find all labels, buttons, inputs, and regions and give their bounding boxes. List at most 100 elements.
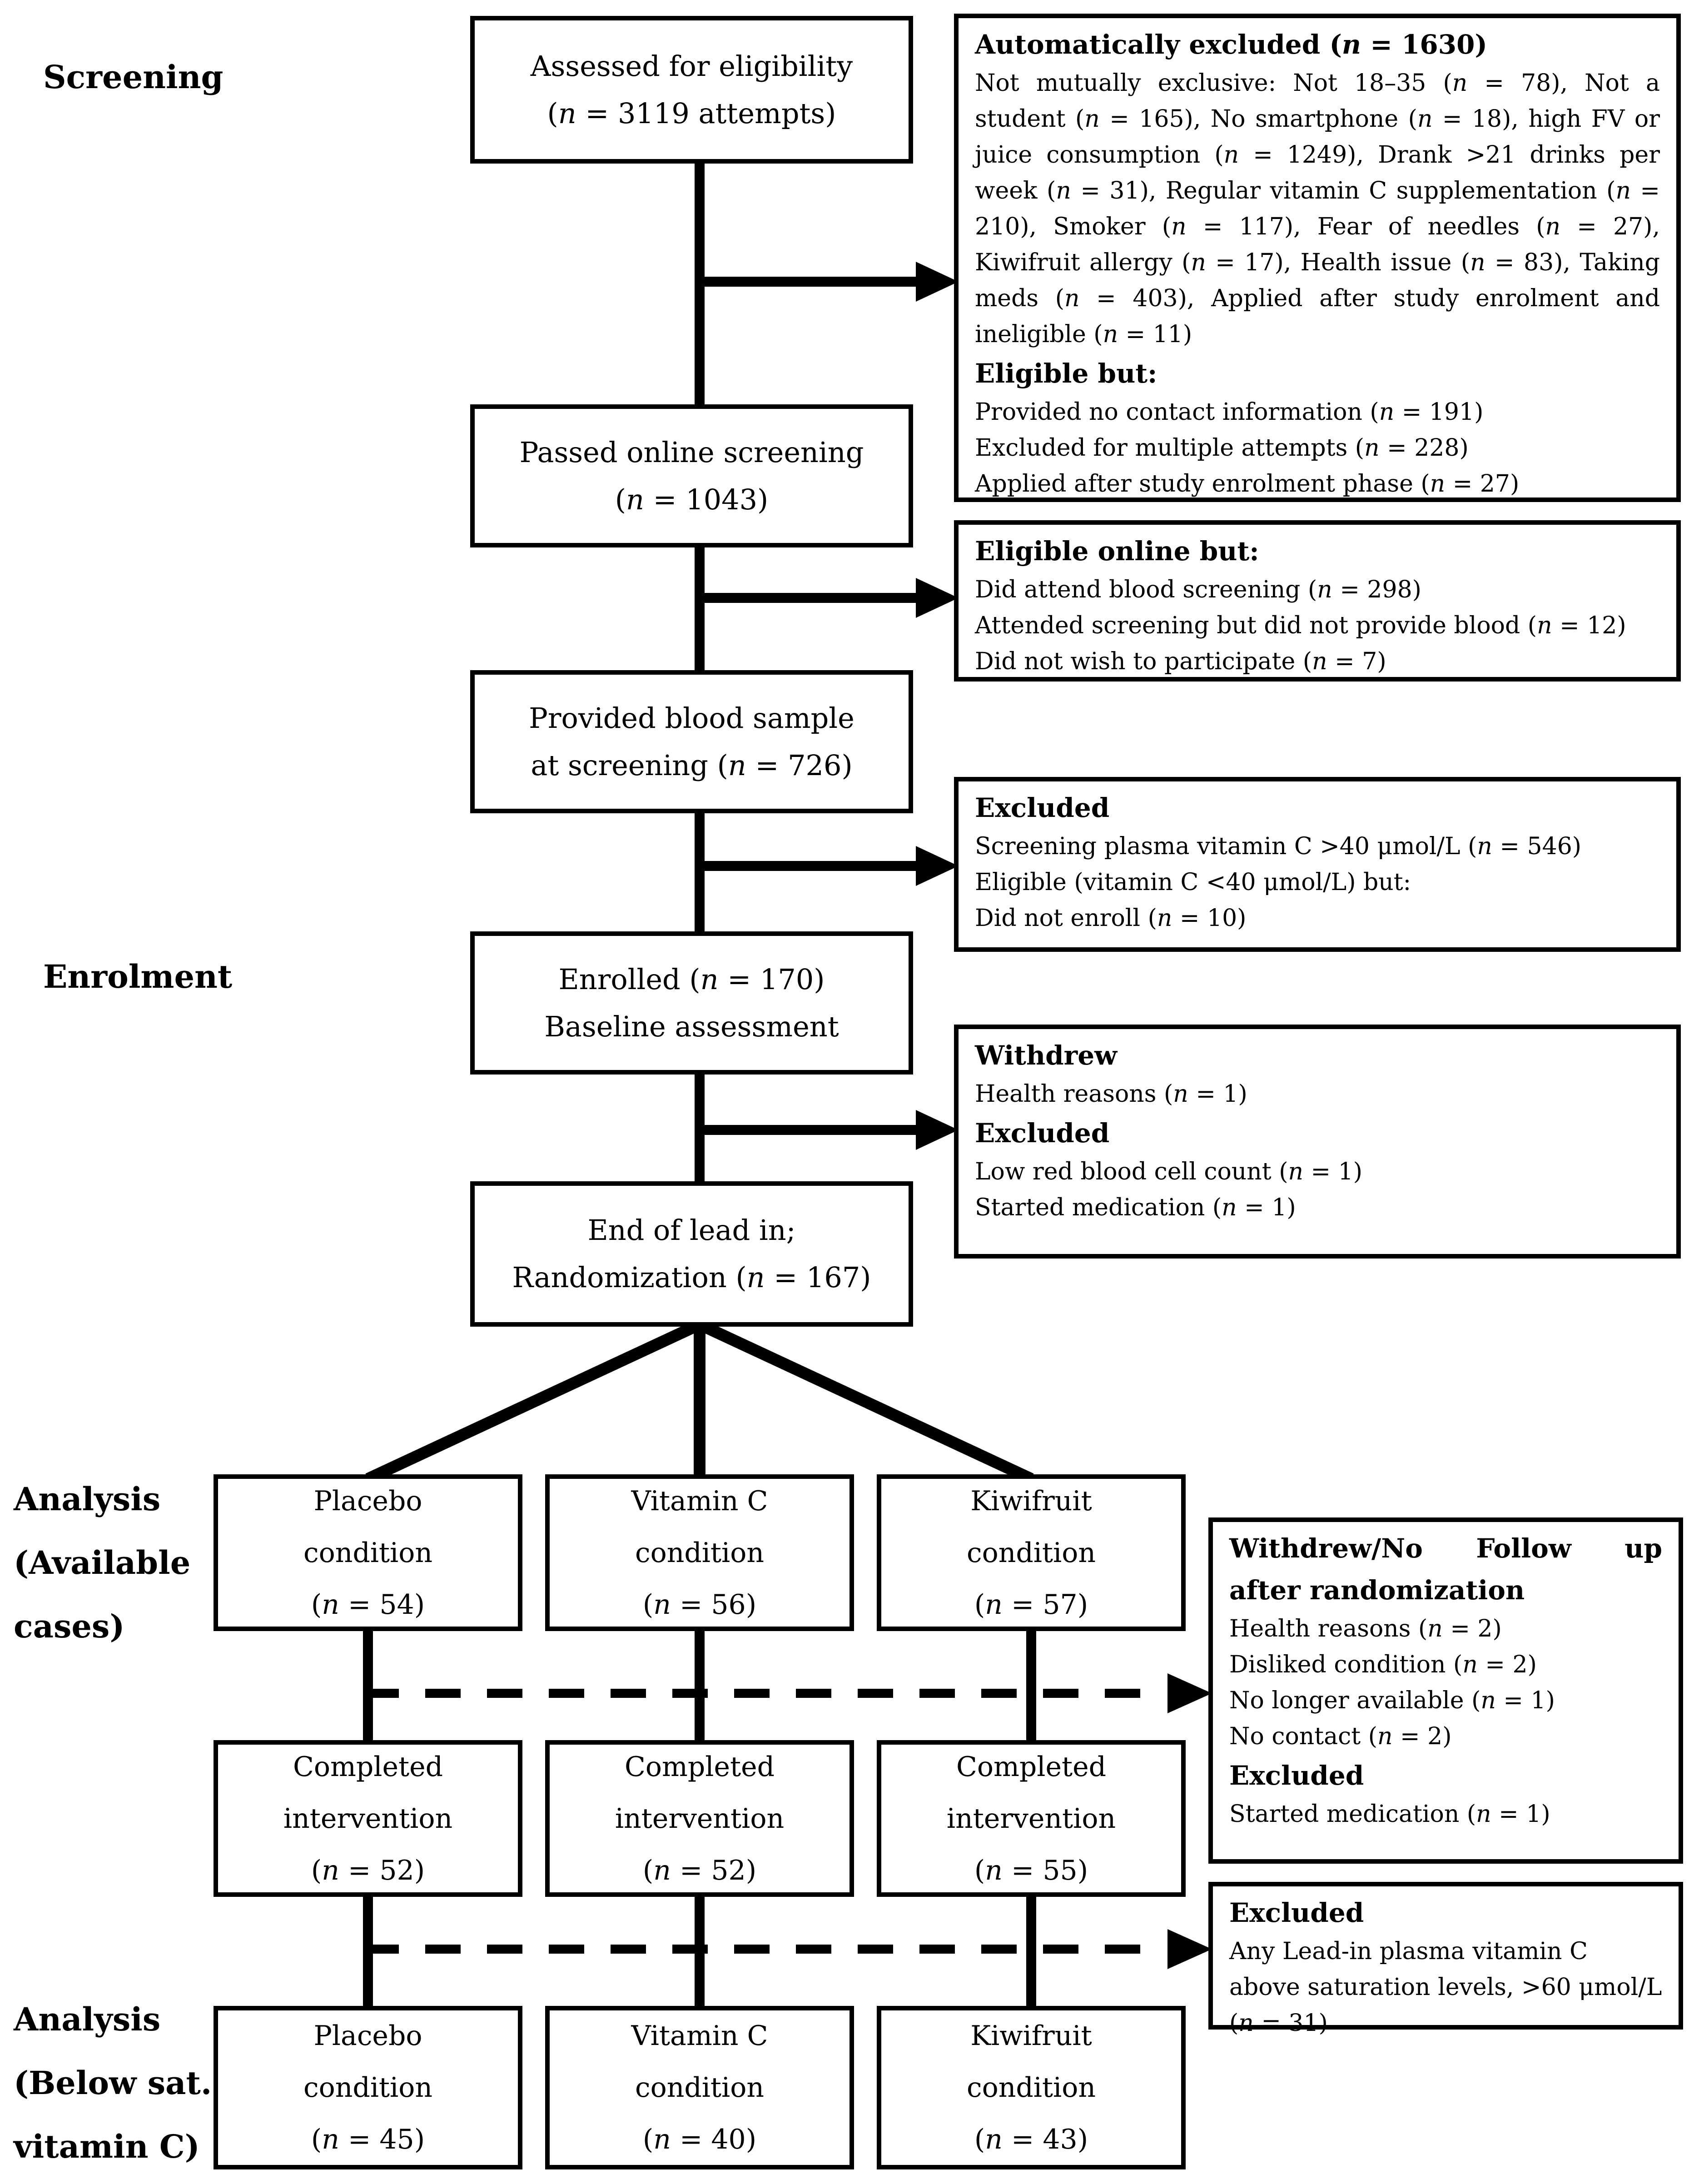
- side-box-heading: Automatically excluded (n = 1630): [975, 29, 1487, 60]
- box-text-line: Enrolled (n = 170): [558, 962, 825, 996]
- stage-label-enrolment: Enrolment: [43, 945, 232, 1009]
- condition-box-vitaminc-completed: Completed intervention (n = 52): [545, 1740, 854, 1897]
- box-text-line: Vitamin C: [631, 1485, 768, 1517]
- box-text-line: (n = 45): [311, 2124, 425, 2155]
- box-text-line: Randomization (n = 167): [512, 1261, 871, 1294]
- box-text-line: Vitamin C: [631, 2020, 768, 2052]
- side-box-item: Did attend blood screening (n = 298): [975, 576, 1421, 603]
- side-box-item: Attended screening but did not provide b…: [975, 612, 1626, 639]
- side-box-item: Eligible (vitamin C <40 μmol/L) but:: [975, 869, 1411, 896]
- stage-label-screening: Screening: [43, 45, 223, 109]
- box-text-line: intervention: [615, 1802, 785, 1835]
- box-text-line: condition: [966, 1537, 1096, 1569]
- box-text-line: (n = 40): [642, 2124, 757, 2155]
- stage-label-line: cases): [14, 1607, 125, 1645]
- box-text-line: intervention: [283, 1802, 453, 1835]
- stage-label-line: Analysis: [14, 2000, 161, 2038]
- box-text-line: (n = 1043): [615, 483, 769, 516]
- condition-box-placebo-completed: Completed intervention (n = 52): [214, 1740, 522, 1897]
- box-text-line: Kiwifruit: [970, 2020, 1092, 2052]
- box-text-line: (n = 57): [974, 1588, 1088, 1621]
- box-text-line: Kiwifruit: [970, 1485, 1092, 1517]
- flow-box-randomization: End of lead in; Randomization (n = 167): [470, 1181, 913, 1327]
- side-box-heading: Eligible online but:: [975, 536, 1259, 567]
- side-box-item: No contact (n = 2): [1229, 1723, 1452, 1750]
- box-text-line: condition: [635, 1537, 765, 1569]
- side-box-heading: Withdrew/No Follow up: [1229, 1533, 1662, 1564]
- box-text-line: Completed: [293, 1751, 443, 1783]
- side-box-item: Health reasons (n = 2): [1229, 1615, 1502, 1642]
- condition-box-placebo-available: Placebo condition (n = 54): [214, 1474, 522, 1631]
- box-text-line: Passed online screening: [519, 435, 864, 469]
- flow-box-passed-screening: Passed online screening (n = 1043): [470, 404, 913, 547]
- box-text-line: intervention: [946, 1802, 1116, 1835]
- stage-label-analysis-below-sat: Analysis (Below sat. vitamin C): [14, 1988, 212, 2179]
- side-box-excluded-saturation: Excluded Any Lead-in plasma vitamin C ab…: [1208, 1882, 1683, 2037]
- side-box-item: Started medication (n = 1): [975, 1194, 1296, 1221]
- side-box-eligible-online-but: Eligible online but: Did attend blood sc…: [954, 520, 1681, 682]
- box-text-line: Completed: [624, 1751, 775, 1783]
- side-box-excluded-screening: Excluded Screening plasma vitamin C >40 …: [954, 777, 1681, 952]
- box-text-line: (n = 43): [974, 2124, 1088, 2155]
- box-text-line: at screening (n = 726): [531, 748, 853, 782]
- box-text-line: condition: [303, 1537, 433, 1569]
- arrowhead-icons: [916, 262, 1212, 1969]
- box-text-line: Placebo: [313, 1485, 422, 1517]
- flow-box-blood-sample: Provided blood sample at screening (n = …: [470, 670, 913, 813]
- condition-box-kiwifruit-below-sat: Kiwifruit condition (n = 43): [877, 2006, 1186, 2169]
- side-box-item: Excluded for multiple attempts (n = 228): [975, 434, 1469, 462]
- stage-label-line: (Available: [14, 1544, 191, 1582]
- condition-box-placebo-below-sat: Placebo condition (n = 45): [214, 2006, 522, 2169]
- flow-box-assessed: Assessed for eligibility (n = 3119 attem…: [470, 16, 913, 164]
- stage-label-text: Enrolment: [43, 958, 233, 995]
- side-box-item: Disliked condition (n = 2): [1229, 1651, 1537, 1678]
- side-box-heading: Excluded: [1229, 1760, 1364, 1791]
- side-box-item: Provided no contact information (n = 191…: [975, 398, 1484, 426]
- side-box-item: Low red blood cell count (n = 1): [975, 1158, 1362, 1185]
- box-text-line: Provided blood sample: [529, 701, 854, 735]
- condition-box-kiwifruit-available: Kiwifruit condition (n = 57): [877, 1474, 1186, 1631]
- side-box-automatically-excluded: Automatically excluded (n = 1630) Not mu…: [954, 14, 1681, 502]
- side-box-heading: Excluded: [975, 1118, 1110, 1149]
- side-box-withdrew-leadin: Withdrew Health reasons (n = 1) Excluded…: [954, 1025, 1681, 1259]
- stage-label-analysis-available: Analysis (Available cases): [14, 1468, 190, 1658]
- side-box-item: Applied after study enrolment phase (n =…: [975, 470, 1520, 497]
- box-text-line: Baseline assessment: [544, 1010, 839, 1043]
- side-box-heading: Excluded: [1229, 1897, 1364, 1928]
- box-text-line: (n = 55): [974, 1854, 1088, 1886]
- stage-label-line: vitamin C): [14, 2128, 200, 2165]
- box-text-line: (n = 52): [642, 1854, 757, 1886]
- box-text-line: (n = 54): [311, 1588, 425, 1621]
- side-box-item: Did not enroll (n = 10): [975, 905, 1247, 932]
- condition-box-vitaminc-available: Vitamin C condition (n = 56): [545, 1474, 854, 1631]
- condition-box-kiwifruit-completed: Completed intervention (n = 55): [877, 1740, 1186, 1897]
- stage-label-text: Screening: [43, 58, 224, 96]
- stage-label-line: Analysis: [14, 1480, 161, 1518]
- box-text-line: Completed: [956, 1751, 1107, 1783]
- box-text-line: Assessed for eligibility: [530, 49, 853, 83]
- side-box-item: Did not wish to participate (n = 7): [975, 648, 1386, 675]
- side-box-item: Health reasons (n = 1): [975, 1080, 1247, 1108]
- box-text-line: (n = 52): [311, 1854, 425, 1886]
- box-text-line: (n = 56): [642, 1588, 757, 1621]
- box-text-line: (n = 3119 attempts): [547, 96, 836, 130]
- box-text-line: condition: [303, 2072, 433, 2104]
- side-box-paragraph: Not mutually exclusive: Not 18–35 (n = 7…: [975, 70, 1660, 348]
- side-box-item: Started medication (n = 1): [1229, 1801, 1550, 1828]
- side-box-heading: after randomization: [1229, 1575, 1525, 1606]
- box-text-line: End of lead in;: [587, 1214, 796, 1247]
- side-box-withdrew-after-randomization: Withdrew/No Follow up after randomizatio…: [1208, 1517, 1683, 1864]
- side-box-item: Screening plasma vitamin C >40 μmol/L (n…: [975, 833, 1582, 860]
- box-text-line: Placebo: [313, 2020, 422, 2052]
- side-box-heading: Eligible but:: [975, 358, 1157, 389]
- stage-label-line: (Below sat.: [14, 2064, 212, 2102]
- side-box-item: Any Lead-in plasma vitamin C above satur…: [1229, 1938, 1662, 2037]
- side-box-item: No longer available (n = 1): [1229, 1687, 1555, 1714]
- box-text-line: condition: [966, 2072, 1096, 2104]
- side-box-heading: Withdrew: [975, 1040, 1118, 1071]
- flow-box-enrolled: Enrolled (n = 170) Baseline assessment: [470, 931, 913, 1075]
- box-text-line: condition: [635, 2072, 765, 2104]
- condition-box-vitaminc-below-sat: Vitamin C condition (n = 40): [545, 2006, 854, 2169]
